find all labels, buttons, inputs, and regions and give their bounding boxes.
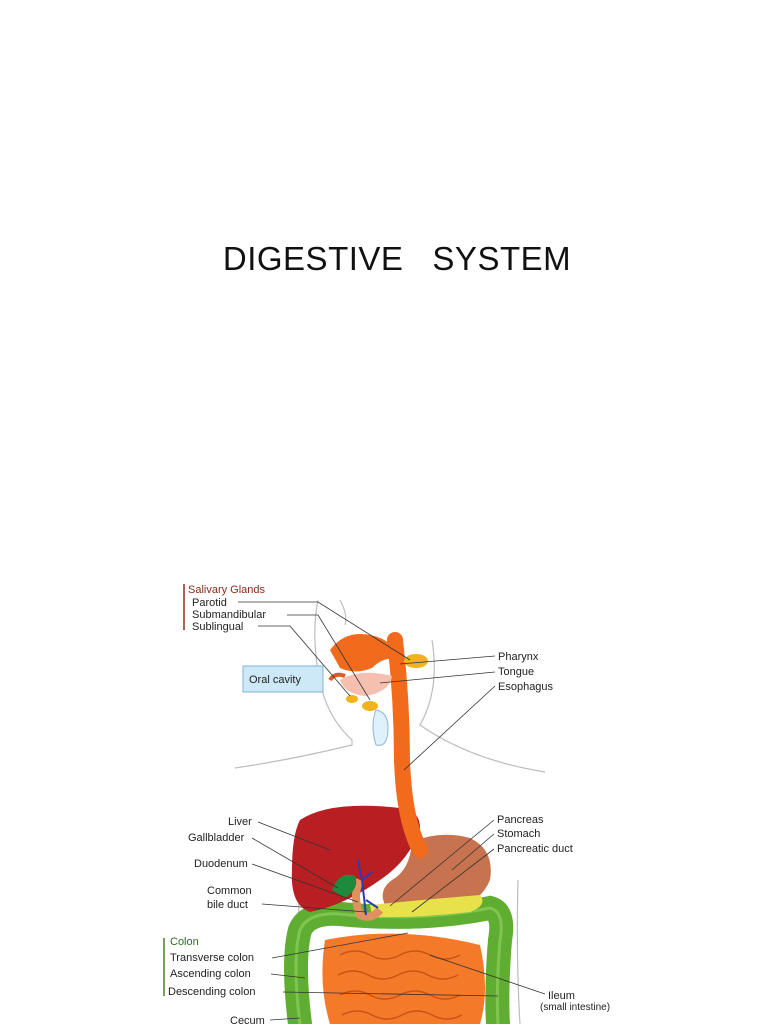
salivary-leader-lines <box>238 601 411 701</box>
abdomen-left-leader-lines <box>251 821 367 913</box>
tongue-label: Tongue <box>498 666 534 678</box>
trachea <box>372 709 389 746</box>
small-intestine <box>322 933 485 1024</box>
ileum-leader-line <box>429 954 546 995</box>
oral-cavity-label: Oral cavity <box>249 674 301 686</box>
ileum-note-label: (small intestine) <box>540 1002 610 1013</box>
liver <box>291 805 420 912</box>
common-bile-duct-label-line1: Common <box>207 885 252 897</box>
liver-label: Liver <box>228 816 252 828</box>
colon-heading: Colon <box>170 936 199 948</box>
ascending-colon-label: Ascending colon <box>170 968 251 980</box>
duodenum-label: Duodenum <box>194 858 248 870</box>
pancreatic-duct-label: Pancreatic duct <box>497 843 573 855</box>
salivary-glands-heading: Salivary Glands <box>188 584 266 596</box>
stomach-label: Stomach <box>497 828 540 840</box>
gallbladder-label: Gallbladder <box>188 832 245 844</box>
esophagus-label: Esophagus <box>498 681 554 693</box>
duodenum <box>352 878 384 921</box>
colon-leader-lines <box>269 932 499 1021</box>
transverse-colon-label: Transverse colon <box>170 952 254 964</box>
common-bile-duct <box>357 859 379 916</box>
cecum-label: Cecum <box>230 1015 265 1024</box>
gallbladder <box>332 874 357 898</box>
abdomen-right-leader-lines <box>389 819 495 913</box>
stomach <box>382 834 491 913</box>
common-bile-duct-label-line2: bile duct <box>207 899 248 911</box>
pancreas <box>370 895 483 918</box>
sublingual-gland <box>346 695 358 703</box>
ileum-label: Ileum <box>548 990 575 1002</box>
descending-colon-label: Descending colon <box>168 986 255 998</box>
oral-cavity-box <box>242 665 324 693</box>
esophagus <box>387 632 428 858</box>
pancreas-label: Pancreas <box>497 814 544 826</box>
page-title: DIGESTIVE SYSTEM <box>222 240 572 277</box>
colon <box>284 895 514 1024</box>
parotid-label: Parotid <box>192 597 227 609</box>
submandibular-gland <box>362 701 378 711</box>
sublingual-label: Sublingual <box>192 621 243 633</box>
pharynx-label: Pharynx <box>498 651 539 663</box>
head-region <box>328 634 400 696</box>
submandibular-label: Submandibular <box>192 609 266 621</box>
head-leader-lines <box>379 655 496 771</box>
parotid-gland <box>404 654 428 668</box>
